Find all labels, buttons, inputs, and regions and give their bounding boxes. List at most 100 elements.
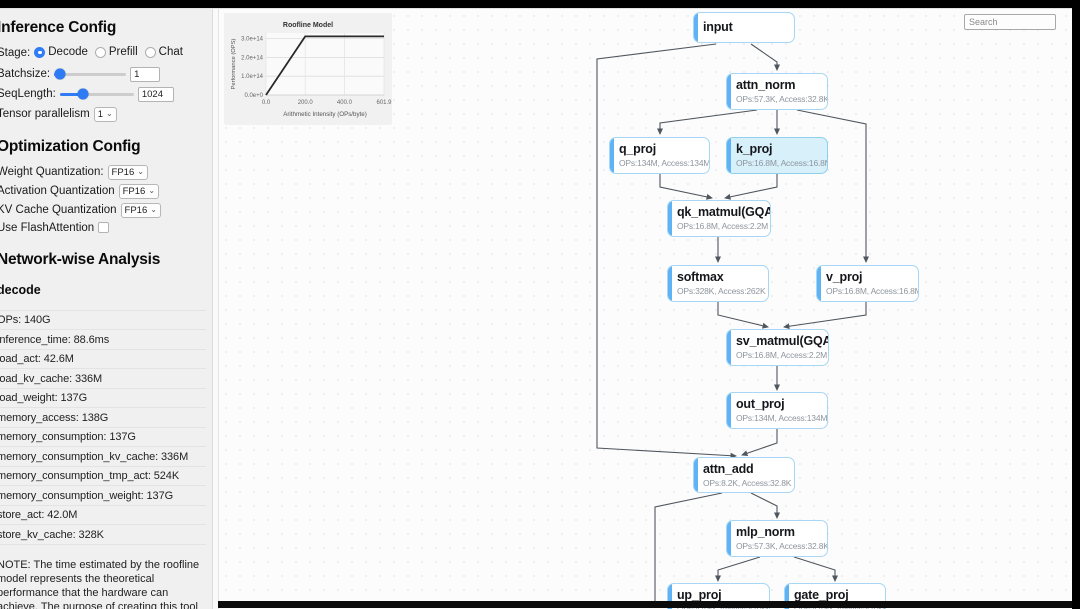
optimization-rows: Weight Quantization:FP16⌄Activation Quan… <box>0 165 206 234</box>
node-title: mlp_norm <box>736 524 823 540</box>
tensor-parallelism-label: Tensor parallelism <box>0 108 90 120</box>
weight-quantization-row: Weight Quantization: FP16⌄ <box>0 165 206 180</box>
stage-option-prefill[interactable]: Prefill <box>95 46 138 58</box>
graph-node-qk_matmul[interactable]: qk_matmul(GQA)OPs:16.8M, Access:2.2M <box>667 200 771 237</box>
node-title: sv_matmul(GQA) <box>736 333 824 349</box>
activation-quantization-select[interactable]: FP16⌄ <box>119 184 159 199</box>
graph-edge-k_proj-qk_matmul <box>725 174 777 198</box>
kv-cache-quantization-select[interactable]: FP16⌄ <box>121 203 161 218</box>
search-input[interactable] <box>964 14 1056 30</box>
seqlength-row: SeqLength: <box>0 87 206 102</box>
stage-option-decode[interactable]: Decode <box>34 46 88 58</box>
stat-row: load_weight: 137G <box>0 389 206 409</box>
node-stats: OPs:134M, Access:134M <box>619 158 705 168</box>
seqlength-input[interactable] <box>138 87 174 102</box>
x-tick-label: 400.0 <box>337 100 353 106</box>
chevron-down-icon: ⌄ <box>137 168 144 176</box>
stat-row: inference_time: 88.6ms <box>0 330 206 350</box>
seqlength-slider[interactable] <box>60 93 134 96</box>
node-stats: OPs:328K, Access:262K <box>677 286 764 296</box>
inference-config-title: Inference Config <box>0 19 206 37</box>
screenshot-bottom-border <box>218 601 1072 608</box>
seqlength-label: SeqLength: <box>0 88 56 100</box>
activation-quantization-row: Activation Quantization FP16⌄ <box>0 184 206 199</box>
graph-node-input[interactable]: input <box>693 12 795 43</box>
node-title: attn_norm <box>736 77 823 93</box>
graph-edge-attn_norm-q_proj <box>660 110 757 134</box>
stat-row: OPs: 140G <box>0 311 206 331</box>
weight-quantization-label: Weight Quantization: <box>0 166 104 178</box>
roofline-note: NOTE: The time estimated by the roofline… <box>0 558 206 609</box>
stat-row: memory_access: 138G <box>0 408 206 428</box>
chevron-down-icon: ⌄ <box>106 110 113 118</box>
sidebar-content: Inference Config Stage: Decode Prefill Cha… <box>0 19 206 609</box>
x-axis-label: Arithmetic Intensity (OPs/byte) <box>283 111 367 118</box>
use-flashattention-label: Use FlashAttention <box>0 222 94 234</box>
radio-icon[interactable] <box>34 47 45 58</box>
sidebar: Inference Config Stage: Decode Prefill Cha… <box>0 9 213 609</box>
batchsize-label: Batchsize: <box>0 68 50 80</box>
plot-area <box>266 33 384 95</box>
radio-icon[interactable] <box>145 47 156 58</box>
stat-row: memory_consumption_weight: 137G <box>0 486 206 506</box>
batchsize-input[interactable] <box>130 67 160 82</box>
stat-row: store_act: 42.0M <box>0 506 206 526</box>
node-title: input <box>703 19 790 35</box>
graph-edge-out_proj-attn_add <box>742 429 777 455</box>
tensor-parallelism-select[interactable]: 1⌄ <box>94 107 117 122</box>
node-title: v_proj <box>826 269 914 285</box>
graph-edge-mlp_norm-gate_proj <box>794 557 835 581</box>
stage-option-chat[interactable]: Chat <box>145 46 183 58</box>
node-stats: OPs:16.8M, Access:16.8M <box>826 286 914 296</box>
y-tick-label: 0.0e+0 <box>244 93 263 99</box>
node-stats: OPs:16.8M, Access:2.2M <box>677 221 766 231</box>
kv-cache-quantization-value: FP16 <box>125 205 148 216</box>
activation-quantization-label: Activation Quantization <box>0 185 115 197</box>
chevron-down-icon: ⌄ <box>148 187 155 195</box>
tensor-parallelism-row: Tensor parallelism 1⌄ <box>0 107 206 122</box>
x-tick-label: 200.0 <box>298 100 314 106</box>
node-title: attn_add <box>703 461 790 477</box>
stage-label: Stage: <box>0 47 30 59</box>
app-window: Inference Config Stage: Decode Prefill Cha… <box>0 8 1072 608</box>
node-stats: OPs:134M, Access:134M <box>736 413 823 423</box>
graph-edge-attn_add-mlp_norm <box>751 493 777 518</box>
node-stats: OPs:16.8M, Access:2.2M <box>736 350 824 360</box>
stage-option-label: Decode <box>48 46 88 58</box>
x-tick-label: 601.9 <box>376 100 392 106</box>
use-flashattention-checkbox[interactable] <box>98 222 109 233</box>
batchsize-slider[interactable] <box>54 73 126 76</box>
stat-row: load_kv_cache: 336M <box>0 369 206 389</box>
graph-edge-softmax-sv_matmul <box>718 302 768 327</box>
graph-node-sv_matmul[interactable]: sv_matmul(GQA)OPs:16.8M, Access:2.2M <box>726 329 829 366</box>
weight-quantization-value: FP16 <box>112 167 135 178</box>
node-stats: OPs:8.2K, Access:32.8K <box>703 478 790 488</box>
slider-thumb[interactable] <box>54 69 65 80</box>
stage-row: Stage: Decode Prefill Chat <box>0 46 206 61</box>
x-tick-label: 0.0 <box>262 100 271 106</box>
graph-edge-input-attn_norm <box>751 44 777 70</box>
node-stats: OPs:57.3K, Access:32.8K <box>736 94 823 104</box>
y-axis-label: Performance (OPS) <box>231 38 237 89</box>
stage-result-subtitle: decode <box>0 283 206 297</box>
weight-quantization-select[interactable]: FP16⌄ <box>108 165 148 180</box>
y-tick-label: 3.0e+14 <box>241 37 264 43</box>
chart-title: Roofline Model <box>283 22 333 29</box>
node-stats: OPs:16.8M, Access:16.8M <box>736 158 823 168</box>
radio-icon[interactable] <box>95 47 106 58</box>
stage-option-label: Prefill <box>109 46 138 58</box>
tensor-parallelism-value: 1 <box>98 109 103 120</box>
slider-thumb[interactable] <box>77 89 88 100</box>
